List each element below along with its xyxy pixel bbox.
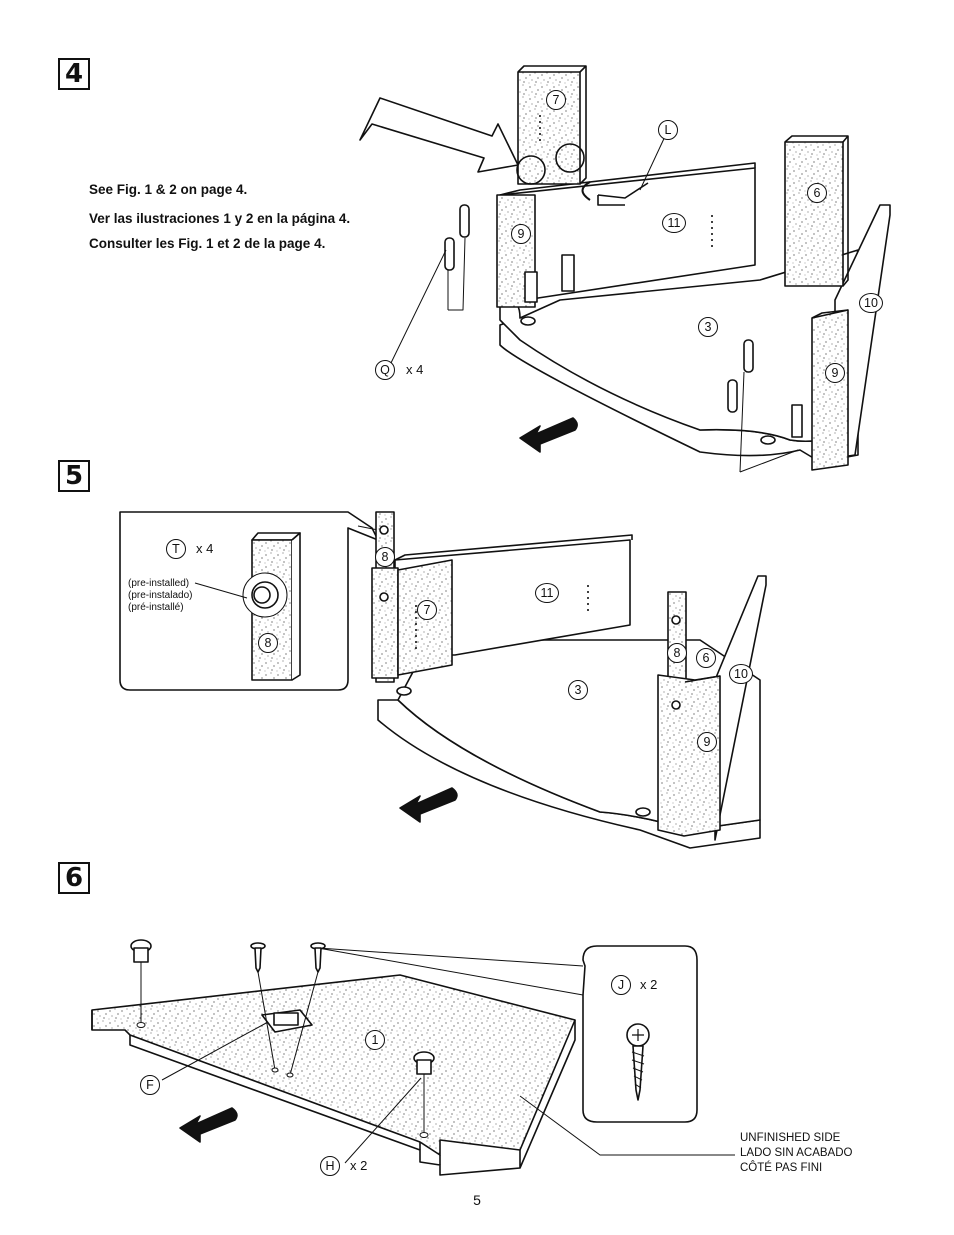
step4-note-es: Ver las ilustraciones 1 y 2 en la página… [89, 211, 351, 226]
part-label-10-step5: 10 [729, 664, 753, 684]
part-label-7-step4: 7 [546, 90, 566, 110]
qty-J: x 2 [640, 977, 658, 992]
preinstalled-es: (pre-instalado) [128, 590, 193, 601]
part-label-8-step5-right: 8 [667, 643, 687, 663]
part-label-6-step4: 6 [807, 183, 827, 203]
step-5-number: 5 [58, 460, 90, 492]
part-label-T: T [166, 539, 186, 559]
part-label-9-step4-right: 9 [825, 363, 845, 383]
part-label-3-step4: 3 [698, 317, 718, 337]
qty-T: x 4 [196, 541, 214, 556]
step-6-number: 6 [58, 862, 90, 894]
part-label-L: L [658, 120, 678, 140]
part-label-11-step4: 11 [662, 213, 686, 233]
step4-note-fr: Consulter les Fig. 1 et 2 de la page 4. [89, 236, 326, 251]
part-label-8-step5-left: 8 [375, 547, 395, 567]
part-label-9-step4-left: 9 [511, 224, 531, 244]
part-label-F: F [140, 1075, 160, 1095]
unfinished-side-en: UNFINISHED SIDE [740, 1132, 841, 1144]
preinstalled-fr: (pré-installé) [128, 602, 184, 613]
step5-illustration [119, 511, 767, 849]
page-number: 5 [473, 1192, 481, 1208]
step4-note-en: See Fig. 1 & 2 on page 4. [89, 182, 248, 197]
step4-illustration [359, 65, 891, 473]
part-label-J: J [611, 975, 631, 995]
part-label-8-callout: 8 [258, 633, 278, 653]
part-label-9-step5: 9 [697, 732, 717, 752]
part-label-1: 1 [365, 1030, 385, 1050]
part-label-7-step5: 7 [417, 600, 437, 620]
part-label-Q: Q [375, 360, 395, 380]
part-label-10-step4: 10 [859, 293, 883, 313]
step6-illustration [91, 939, 735, 1176]
part-label-11-step5: 11 [535, 583, 559, 603]
qty-Q: x 4 [406, 362, 424, 377]
part-label-3-step5: 3 [568, 680, 588, 700]
unfinished-side-fr: CÔTÉ PAS FINI [740, 1162, 823, 1174]
step-4-number: 4 [58, 58, 90, 90]
preinstalled-en: (pre-installed) [128, 578, 190, 589]
unfinished-side-es: LADO SIN ACABADO [740, 1147, 853, 1159]
part-label-H: H [320, 1156, 340, 1176]
qty-H: x 2 [350, 1158, 368, 1173]
part-label-6-step5: 6 [696, 648, 716, 668]
